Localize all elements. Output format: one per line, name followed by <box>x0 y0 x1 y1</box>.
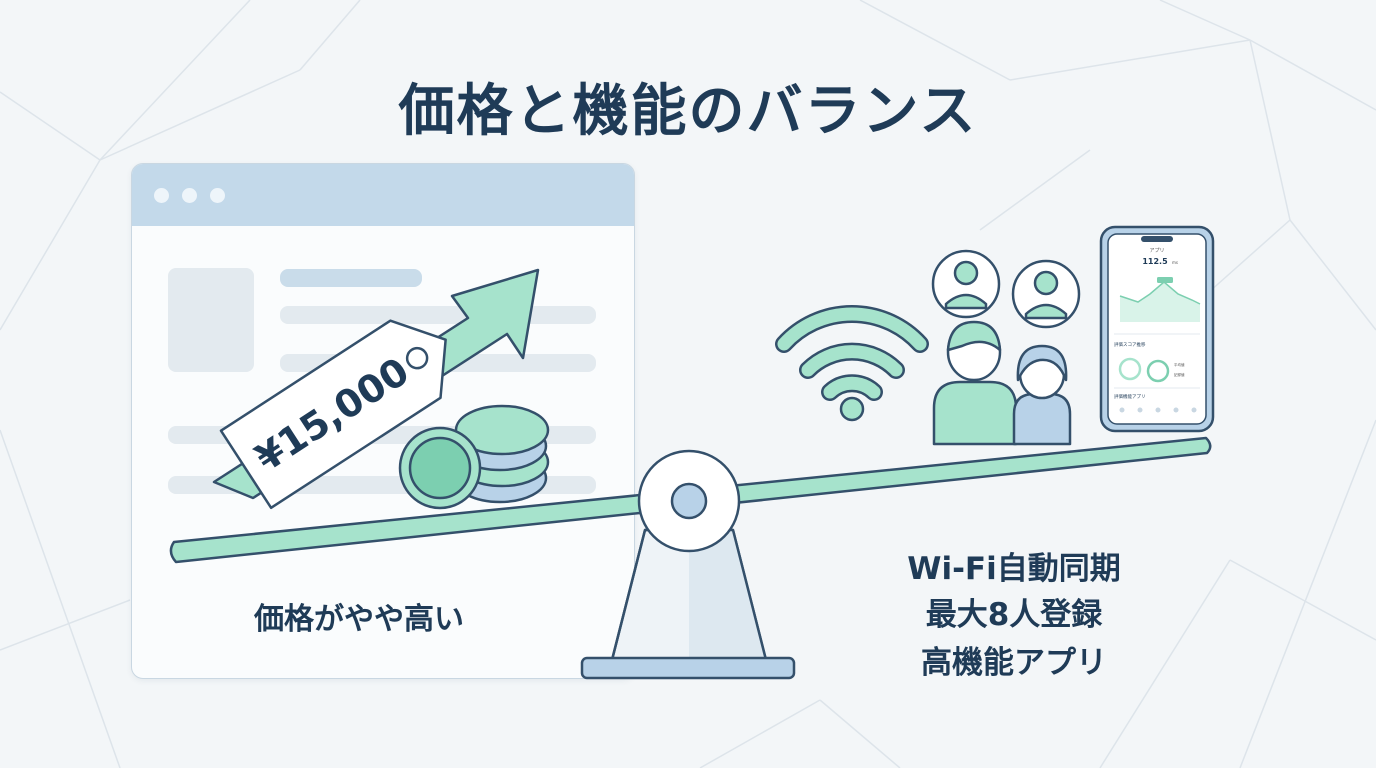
family-icon <box>932 320 1072 446</box>
seesaw-icon <box>169 436 1212 680</box>
text-placeholder <box>280 269 422 287</box>
window-dot <box>210 188 225 203</box>
feature-wifi-label: Wi-Fi自動同期 <box>907 551 1121 587</box>
window-dot <box>154 188 169 203</box>
smartphone-icon: アプリ 112.5 ms 評価スコア推移 平均値 記録値 評価機能アプリ <box>1099 225 1215 433</box>
price-note-label: 価格がやや高い <box>254 602 464 637</box>
phone-section-text: 評価スコア推移 <box>1114 341 1146 348</box>
page-title: 価格と機能のバランス <box>398 79 978 144</box>
browser-title-bar <box>132 164 634 226</box>
coin-stack-icon <box>398 404 550 510</box>
window-dot <box>182 188 197 203</box>
phone-unit-text: ms <box>1172 260 1178 265</box>
wifi-icon <box>775 304 929 422</box>
phone-footer-text: 評価機能アプリ <box>1114 393 1146 400</box>
phone-ring-a-text: 平均値 <box>1174 362 1185 367</box>
phone-header-text: アプリ <box>1149 248 1164 254</box>
phone-ring-b-text: 記録値 <box>1174 372 1185 377</box>
user-icon <box>1011 259 1081 329</box>
user-icon <box>931 249 1001 319</box>
phone-value-text: 112.5 <box>1142 257 1168 266</box>
feature-app-label: 高機能アプリ <box>921 645 1107 681</box>
image-placeholder <box>168 268 254 372</box>
feature-users-label: 最大8人登録 <box>925 597 1103 633</box>
